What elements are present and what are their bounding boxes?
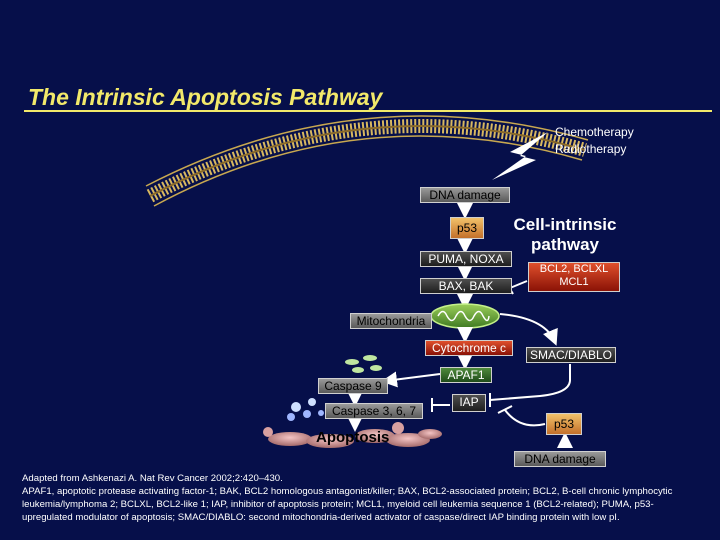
bax-bak-box: BAX, BAK: [420, 278, 512, 294]
source-citation: Adapted from Ashkenazi A. Nat Rev Cancer…: [22, 473, 283, 484]
caspase-367-box: Caspase 3, 6, 7: [325, 403, 423, 419]
apoptosis-label: Apoptosis: [316, 429, 390, 446]
p53-box-bottom: p53: [546, 413, 582, 435]
chemotherapy-label: Chemotherapy: [555, 125, 634, 139]
puma-noxa-box: PUMA, NOXA: [420, 251, 512, 267]
mitochondria-box: Mitochondria: [350, 313, 432, 329]
radiotherapy-label: Radiotherapy: [555, 142, 627, 156]
caspase9-box: Caspase 9: [318, 378, 388, 394]
cell-intrinsic-label: Cell-intrinsic pathway: [513, 215, 617, 254]
apaf1-box: APAF1: [440, 367, 492, 383]
smac-diablo-box: SMAC/DIABLO: [526, 347, 616, 363]
iap-box: IAP: [452, 394, 486, 412]
page-title: The Intrinsic Apoptosis Pathway: [28, 84, 383, 110]
abbreviations-caption: APAF1, apoptotic protease activating fac…: [22, 486, 673, 523]
title-underline: [24, 110, 712, 112]
dna-damage-box-bottom: DNA damage: [514, 451, 606, 467]
cytochrome-c-box: Cytochrome c: [425, 340, 513, 356]
caspase-cluster-icon: [287, 355, 382, 421]
dna-damage-box-top: DNA damage: [420, 187, 510, 203]
mitochondrion-icon: [430, 303, 500, 329]
p53-box-top: p53: [450, 217, 484, 239]
lightning-icon: [492, 132, 548, 180]
apoptotic-cells-icon: [263, 422, 442, 448]
cell-membrane-icon: [145, 115, 589, 207]
bcl2-box: BCL2, BCLXL MCL1: [528, 262, 620, 292]
